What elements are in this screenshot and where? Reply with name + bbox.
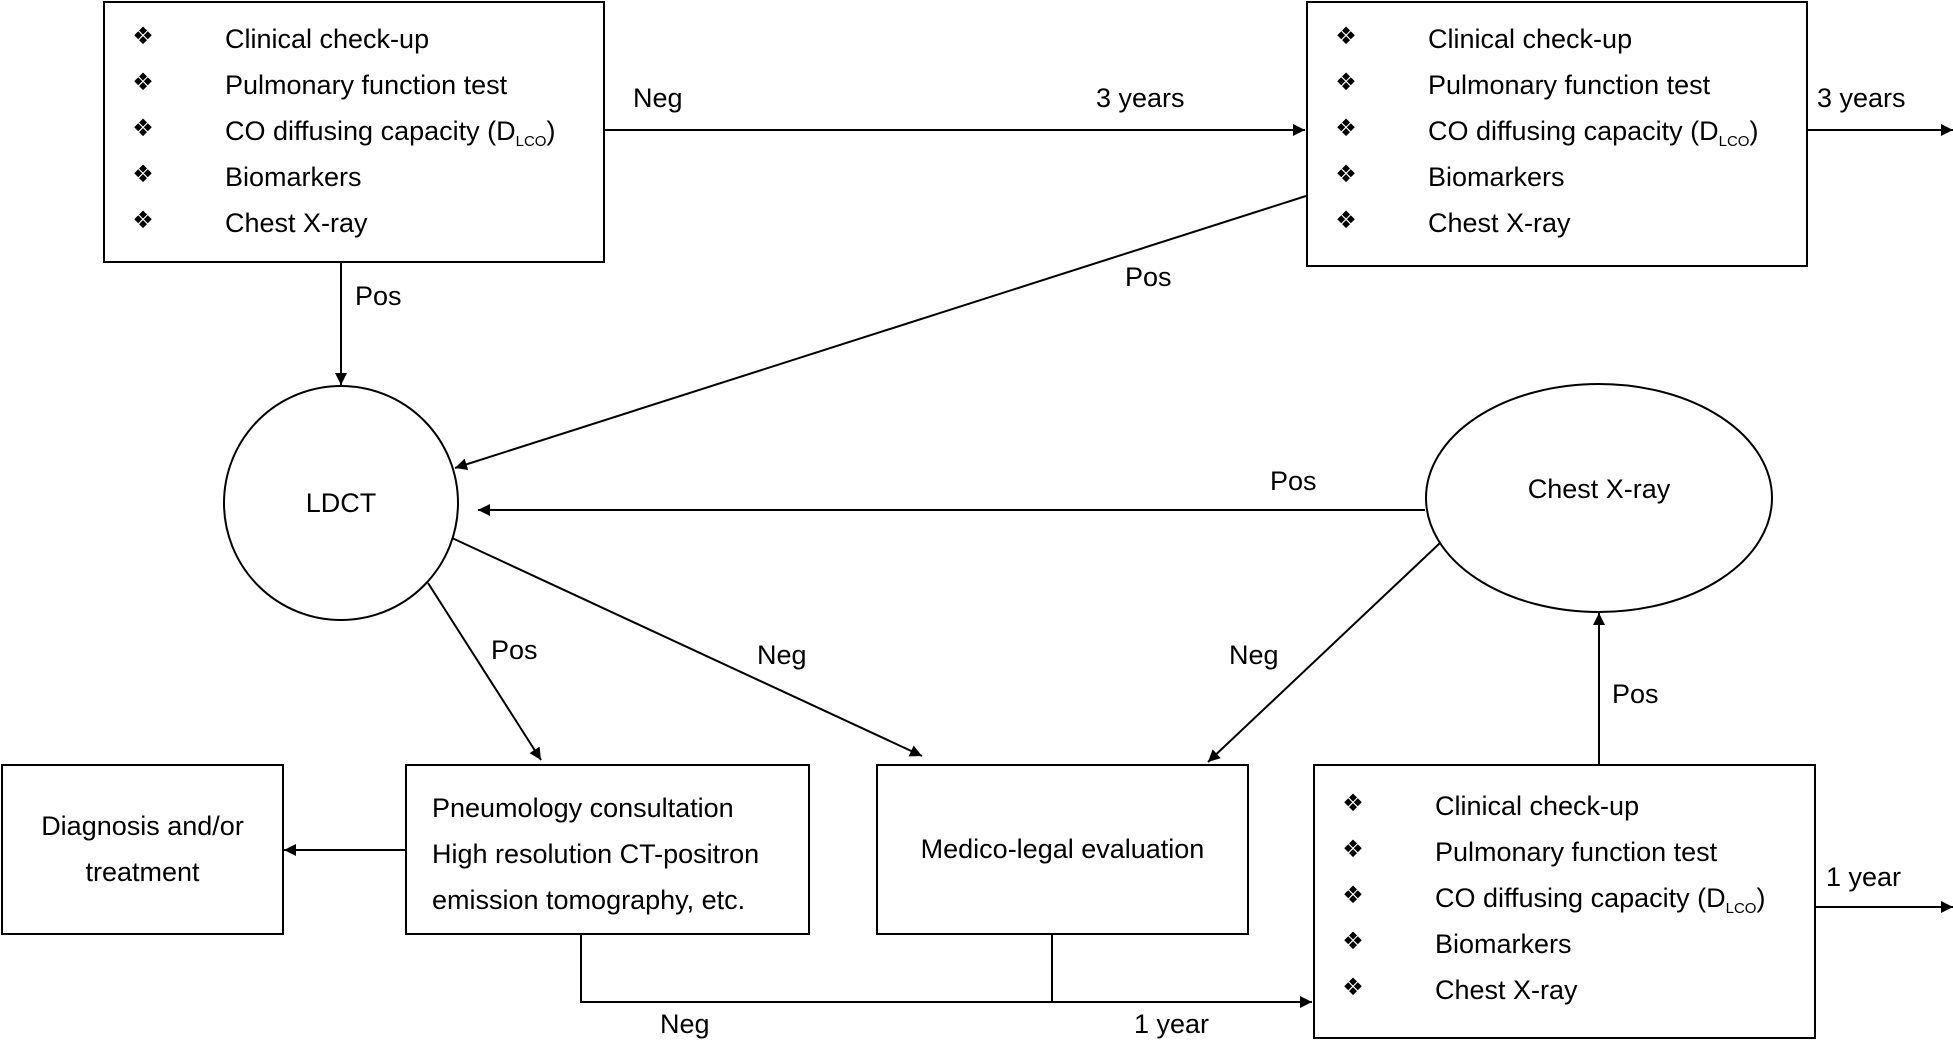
item-label: CO diffusing capacity (DLCO)	[1435, 882, 1765, 918]
arrow-ldct-neg	[451, 537, 923, 757]
checkup-box-top-right: ❖ Clinical check-up ❖ Pulmonary function t…	[1306, 1, 1808, 267]
edge-label-bottom-pos: Pos	[1612, 679, 1659, 709]
diagnosis-line-1: Diagnosis and/or	[41, 810, 244, 841]
item-label: Clinical check-up	[1435, 791, 1640, 821]
pneumology-box: Pneumology consultation High resolution …	[405, 764, 810, 935]
item-label: Pulmonary function test	[1435, 837, 1718, 867]
bullet-icon: ❖	[1335, 69, 1357, 96]
ldct-node: LDCT	[224, 386, 458, 620]
bullet-icon: ❖	[1335, 115, 1357, 142]
connector-pneumology-down	[580, 935, 1052, 1003]
edge-label-top-neg: Neg	[633, 83, 683, 113]
bullet-icon: ❖	[132, 207, 154, 234]
bullet-icon: ❖	[1335, 207, 1357, 234]
edge-label-top-3years: 3 years	[1096, 83, 1185, 113]
bullet-icon: ❖	[1342, 882, 1364, 909]
item-label-text: CO diffusing capacity (D	[1428, 116, 1719, 146]
diagnosis-line-2: treatment	[85, 856, 200, 887]
bullet-icon: ❖	[132, 23, 154, 50]
edge-label-bottom-neg: Neg	[660, 1009, 710, 1039]
arrow-xray-neg	[1207, 542, 1441, 763]
item-label-after: )	[1756, 883, 1766, 913]
item-label: Clinical check-up	[1428, 24, 1633, 54]
arrow-ldct-pos	[427, 582, 542, 761]
bullet-icon: ❖	[1342, 836, 1364, 863]
edge-label-right-1year: 1 year	[1826, 862, 1902, 892]
edge-label-left-pos: Pos	[355, 281, 402, 311]
item-label-subscript: LCO	[1725, 900, 1757, 917]
ldct-node-shape	[223, 385, 459, 621]
pneumology-line-2: High resolution CT-positron	[432, 838, 760, 869]
ldct-label: LDCT	[305, 487, 377, 518]
medico-legal-box: Medico-legal evaluation	[876, 764, 1249, 935]
medico-legal-label: Medico-legal evaluation	[920, 834, 1205, 865]
bullet-icon: ❖	[132, 69, 154, 96]
chest-xray-node: Chest X-ray	[1426, 384, 1772, 612]
item-label-subscript: LCO	[1718, 133, 1750, 150]
edge-label-diag-pos: Pos	[1125, 262, 1172, 292]
bullet-icon: ❖	[1335, 23, 1357, 50]
item-label: Chest X-ray	[1435, 975, 1578, 1005]
item-label: Biomarkers	[225, 162, 362, 192]
item-label-text: CO diffusing capacity (D	[1435, 883, 1726, 913]
item-label: Clinical check-up	[225, 24, 430, 54]
item-label: Chest X-ray	[1428, 208, 1571, 238]
item-label: CO diffusing capacity (DLCO)	[1428, 115, 1758, 151]
checkup-box-bottom-right: ❖ Clinical check-up ❖ Pulmonary function t…	[1313, 764, 1816, 1039]
bullet-icon: ❖	[132, 115, 154, 142]
checkup-box-top-left: ❖ Clinical check-up ❖ Pulmonary function t…	[103, 1, 605, 263]
diagnosis-box: Diagnosis and/or treatment	[1, 764, 284, 935]
item-label-subscript: LCO	[515, 133, 547, 150]
edge-label-right-3years: 3 years	[1817, 83, 1906, 113]
bullet-icon: ❖	[1335, 161, 1357, 188]
bullet-icon: ❖	[1342, 790, 1364, 817]
bullet-icon: ❖	[132, 161, 154, 188]
edge-label-ldct-neg: Neg	[757, 640, 807, 670]
item-label-after: )	[546, 116, 556, 146]
item-label: Chest X-ray	[225, 208, 368, 238]
item-label: CO diffusing capacity (DLCO)	[225, 115, 555, 151]
item-label: Pulmonary function test	[1428, 70, 1711, 100]
item-label: Pulmonary function test	[225, 70, 508, 100]
edge-label-xray-pos: Pos	[1270, 466, 1317, 496]
edge-label-bottom-1year: 1 year	[1134, 1009, 1210, 1039]
edge-label-ldct-pos: Pos	[491, 635, 538, 665]
arrow-diag-pos	[454, 195, 1307, 471]
chest-xray-label: Chest X-ray	[1527, 473, 1671, 504]
item-label-after: )	[1749, 116, 1759, 146]
bullet-icon: ❖	[1342, 974, 1364, 1001]
bullet-icon: ❖	[1342, 928, 1364, 955]
pneumology-line-3: emission tomography, etc.	[432, 884, 746, 915]
chest-xray-node-shape	[1425, 383, 1773, 613]
pneumology-line-1: Pneumology consultation	[432, 793, 734, 823]
item-label: Biomarkers	[1428, 162, 1565, 192]
item-label: Biomarkers	[1435, 929, 1572, 959]
item-label-text: CO diffusing capacity (D	[225, 116, 516, 146]
edge-label-xray-neg: Neg	[1229, 640, 1279, 670]
